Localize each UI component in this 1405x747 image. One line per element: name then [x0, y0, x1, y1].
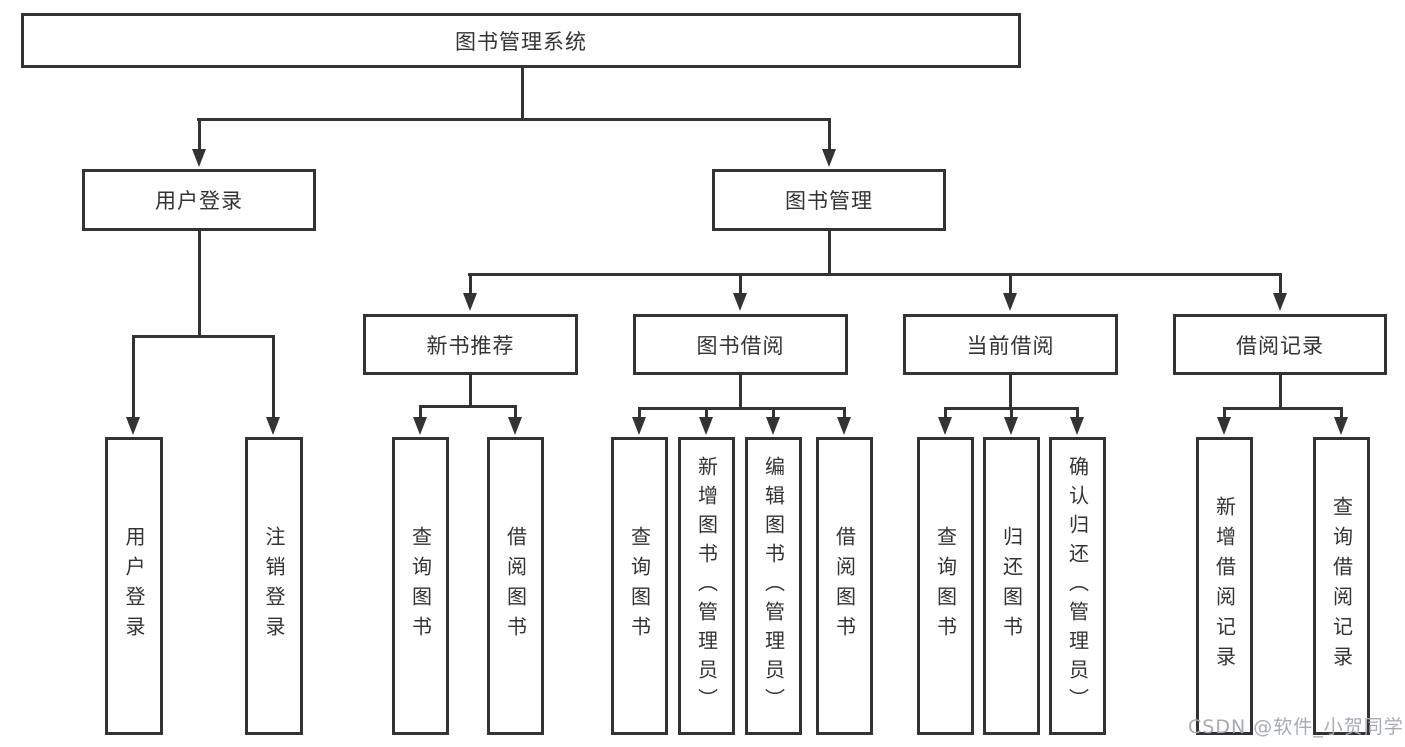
node-label: 借阅记录 [1236, 333, 1324, 358]
connector-shaft [638, 407, 641, 419]
leaf-user-login: 用户登录 [105, 437, 163, 735]
leaf-query-borrow-record: 查询借阅记录 [1313, 437, 1370, 735]
node-new-book-recommend: 新书推荐 [363, 314, 578, 375]
connector-stub [739, 375, 742, 409]
arrowhead-to-book-management [822, 149, 836, 167]
leaf-query-book-borrowing: 查询图书 [611, 437, 668, 735]
connector-shaft [705, 407, 708, 419]
node-book-management: 图书管理 [712, 169, 946, 231]
csdn-watermark: CSDN @软件_小贺同学 [1188, 716, 1404, 738]
connector-level2-branch [468, 273, 1281, 276]
leaf-label: 新增图书（管理员） [694, 455, 719, 717]
connector-shaft [772, 407, 775, 419]
connector-shaft [132, 335, 135, 419]
arrowhead [413, 417, 427, 435]
arrowhead-to-leaf-logout [266, 417, 280, 435]
connector-level1-branch [197, 118, 831, 121]
leaf-label: 借阅图书 [503, 526, 528, 646]
arrowhead [766, 417, 780, 435]
arrowhead [938, 417, 952, 435]
connector-shaft [843, 407, 846, 419]
leaf-label: 注销登录 [262, 526, 286, 646]
arrowhead [837, 417, 851, 435]
connector-root-stub [521, 67, 524, 119]
leaf-confirm-return-admin: 确认归还（管理员） [1049, 437, 1106, 735]
leaf-label: 借阅图书 [832, 526, 857, 646]
connector-shaft [1223, 407, 1226, 419]
arrowhead [1070, 417, 1084, 435]
node-label: 图书管理系统 [455, 29, 587, 54]
arrowhead-to-leaf-login [126, 417, 140, 435]
leaf-return-book: 归还图书 [983, 437, 1040, 735]
connector-stub [469, 375, 472, 407]
leaf-add-borrow-record: 新增借阅记录 [1196, 437, 1253, 735]
connector-shaft [944, 407, 947, 419]
connector-stub [1279, 375, 1282, 409]
node-label: 用户登录 [155, 189, 243, 213]
node-label: 新书推荐 [426, 333, 515, 358]
connector-shaft [514, 405, 517, 419]
arrowhead-to-book-borrowing [733, 293, 747, 311]
leaf-label: 归还图书 [999, 526, 1024, 646]
leaf-add-book-admin: 新增图书（管理员） [678, 437, 735, 735]
leaf-label: 查询图书 [627, 526, 652, 646]
arrowhead-to-borrowing-records [1273, 293, 1287, 311]
connector-shaft [1340, 407, 1343, 419]
connector-shaft [469, 273, 472, 295]
connector-stub [1009, 375, 1012, 409]
arrowhead-to-current-borrowing [1003, 293, 1017, 311]
connector-user-login-stub [198, 231, 201, 337]
arrowhead [1217, 417, 1231, 435]
leaf-label: 查询图书 [933, 526, 958, 646]
arrowhead [699, 417, 713, 435]
connector-shaft [1009, 273, 1012, 295]
leaf-borrow-book: 借阅图书 [816, 437, 873, 735]
leaf-label: 查询图书 [408, 526, 433, 646]
connector-shaft [1010, 407, 1013, 419]
connector-shaft [419, 405, 422, 419]
connector-book-mgmt-stub [828, 231, 831, 275]
node-label: 当前借阅 [966, 333, 1055, 358]
arrowhead-to-user-login [192, 149, 206, 167]
connector-branch [419, 405, 517, 408]
node-library-management-system: 图书管理系统 [21, 13, 1021, 68]
node-user-login: 用户登录 [82, 169, 316, 231]
leaf-label: 用户登录 [122, 526, 146, 646]
arrowhead [1334, 417, 1348, 435]
leaf-label: 查询借阅记录 [1329, 496, 1354, 676]
node-label: 图书管理 [785, 189, 873, 213]
leaf-logout: 注销登录 [245, 437, 303, 735]
connector-shaft [198, 118, 201, 151]
node-label: 图书借阅 [696, 333, 785, 358]
leaf-edit-book-admin: 编辑图书（管理员） [745, 437, 802, 735]
connector-shaft [739, 273, 742, 295]
connector-user-login-branch [132, 335, 275, 338]
connector-shaft [1076, 407, 1079, 419]
leaf-label: 新增借阅记录 [1212, 496, 1237, 676]
node-book-borrowing: 图书借阅 [633, 314, 848, 375]
leaf-query-book-current: 查询图书 [917, 437, 974, 735]
connector-branch [1223, 407, 1343, 410]
node-current-borrowing: 当前借阅 [903, 314, 1118, 375]
leaf-label: 编辑图书（管理员） [761, 455, 786, 717]
node-borrowing-records: 借阅记录 [1173, 314, 1387, 375]
leaf-query-book-recommend: 查询图书 [392, 437, 449, 735]
leaf-borrow-book-recommend: 借阅图书 [487, 437, 544, 735]
connector-shaft [1279, 273, 1282, 295]
leaf-label: 确认归还（管理员） [1065, 455, 1090, 717]
arrowhead-to-new-book-recommend [463, 293, 477, 311]
arrowhead [508, 417, 522, 435]
arrowhead [1004, 417, 1018, 435]
arrowhead [632, 417, 646, 435]
connector-branch [638, 407, 846, 410]
connector-shaft [828, 118, 831, 151]
connector-shaft [272, 335, 275, 419]
